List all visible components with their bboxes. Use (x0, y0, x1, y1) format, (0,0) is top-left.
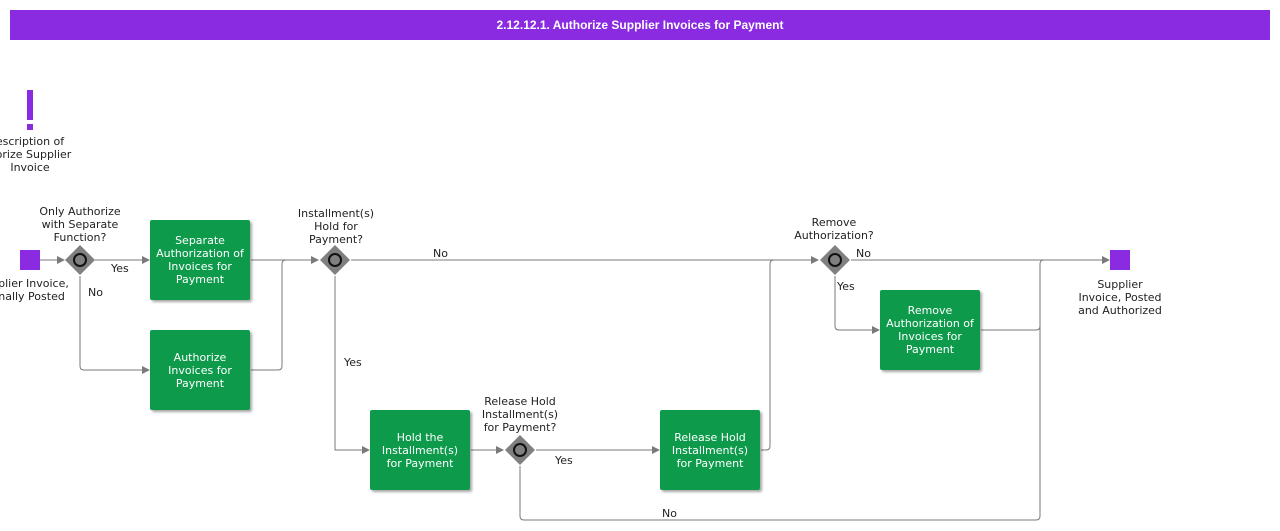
task-separate-authorization[interactable]: Separate Authorization of Invoices for P… (150, 220, 250, 300)
task-label: Authorization of (156, 247, 245, 260)
task-label: Authorize (174, 351, 227, 364)
annotation-line: norize Supplier (0, 148, 72, 161)
gateway-shape[interactable] (820, 245, 850, 275)
flow-g1-t2 (79, 276, 150, 374)
gateway-label: Remove (812, 216, 857, 229)
task-label: Payment (906, 343, 955, 356)
gateway-label: Payment? (309, 233, 363, 246)
gateway-label: Function? (54, 231, 107, 244)
task-label: Payment (176, 377, 225, 390)
task-label: Release Hold (674, 431, 746, 444)
flow-g2-t3 (334, 276, 370, 454)
start-event-label: inally Posted (0, 290, 65, 303)
flow-label-no: No (856, 247, 871, 260)
flow-label-no: No (433, 247, 448, 260)
gateway-hold-for-payment[interactable]: Installment(s) Hold for Payment? (298, 207, 374, 275)
start-event-shape[interactable] (20, 250, 40, 270)
gateway-marker (328, 253, 342, 267)
sequence-flows (40, 256, 1110, 521)
flow-g3-end (519, 259, 1045, 521)
gateway-release-hold[interactable]: Release Hold Installment(s) for Payment? (482, 395, 558, 465)
end-event[interactable]: Supplier Invoice, Posted and Authorized (1078, 250, 1162, 317)
task-authorize-invoices[interactable]: Authorize Invoices for Payment (150, 330, 250, 410)
task-label: for Payment (677, 457, 744, 470)
task-label: Invoices for (168, 364, 232, 377)
task-label: Invoices for (898, 330, 962, 343)
flow-label-yes: Yes (836, 280, 855, 293)
task-shape[interactable] (660, 410, 760, 490)
gateway-label: Only Authorize (39, 205, 121, 218)
flow-labels: Yes No No Yes Yes No No Yes (88, 247, 871, 520)
gateway-label: Hold for (314, 220, 358, 233)
start-event-label: pplier Invoice, (0, 277, 69, 290)
task-label: Payment (176, 273, 225, 286)
gateway-shape[interactable] (505, 435, 535, 465)
annotation: escription of norize Supplier Invoice (0, 90, 72, 174)
gateway-label: Authorization? (794, 229, 874, 242)
task-label: Authorization of (886, 317, 975, 330)
gateway-label: Installment(s) (298, 207, 374, 220)
gateway-label: Installment(s) (482, 408, 558, 421)
gateway-label: Release Hold (484, 395, 556, 408)
gateway-shape[interactable] (65, 245, 95, 275)
flow-label-yes: Yes (554, 454, 573, 467)
flow-g4-t5 (834, 276, 880, 334)
gateway-shape[interactable] (320, 245, 350, 275)
flow-t4-g4 (761, 259, 775, 451)
task-shape[interactable] (150, 220, 250, 300)
task-shape[interactable] (150, 330, 250, 410)
end-event-label: Supplier (1097, 278, 1143, 291)
gateway-label: for Payment? (484, 421, 557, 434)
end-event-label: and Authorized (1078, 304, 1162, 317)
task-shape[interactable] (370, 410, 470, 490)
end-event-label: Invoice, Posted (1078, 291, 1161, 304)
flow-label-no: No (88, 286, 103, 299)
task-label: Invoices for (168, 260, 232, 273)
gateway-marker (73, 253, 87, 267)
flow-t2-g2 (251, 259, 287, 371)
gateway-marker (513, 443, 527, 457)
diagram-title: 2.12.12.1. Authorize Supplier Invoices f… (10, 10, 1270, 40)
exclamation-icon (27, 90, 33, 130)
gateway-marker (828, 253, 842, 267)
task-label: Installment(s) (672, 444, 748, 457)
gateway-separate-function[interactable]: Only Authorize with Separate Function? (39, 205, 121, 275)
annotation-line: escription of (0, 135, 65, 148)
task-label: Remove (908, 304, 953, 317)
flow-label-no: No (662, 507, 677, 520)
task-label: Separate (175, 234, 225, 247)
end-event-shape[interactable] (1110, 250, 1130, 270)
task-shape[interactable] (880, 290, 980, 370)
task-remove-authorization[interactable]: Remove Authorization of Invoices for Pay… (880, 290, 980, 370)
start-event[interactable]: pplier Invoice, inally Posted (0, 250, 69, 303)
task-label: for Payment (387, 457, 454, 470)
task-release-hold[interactable]: Release Hold Installment(s) for Payment (660, 410, 760, 490)
flow-label-yes: Yes (110, 262, 129, 275)
task-label: Installment(s) (382, 444, 458, 457)
gateway-label: with Separate (42, 218, 119, 231)
task-label: Hold the (397, 431, 444, 444)
flow-t5-end (981, 325, 1041, 331)
task-hold-installments[interactable]: Hold the Installment(s) for Payment (370, 410, 470, 490)
flow-label-yes: Yes (343, 356, 362, 369)
gateway-remove-authorization[interactable]: Remove Authorization? (794, 216, 874, 275)
annotation-line: Invoice (10, 161, 50, 174)
